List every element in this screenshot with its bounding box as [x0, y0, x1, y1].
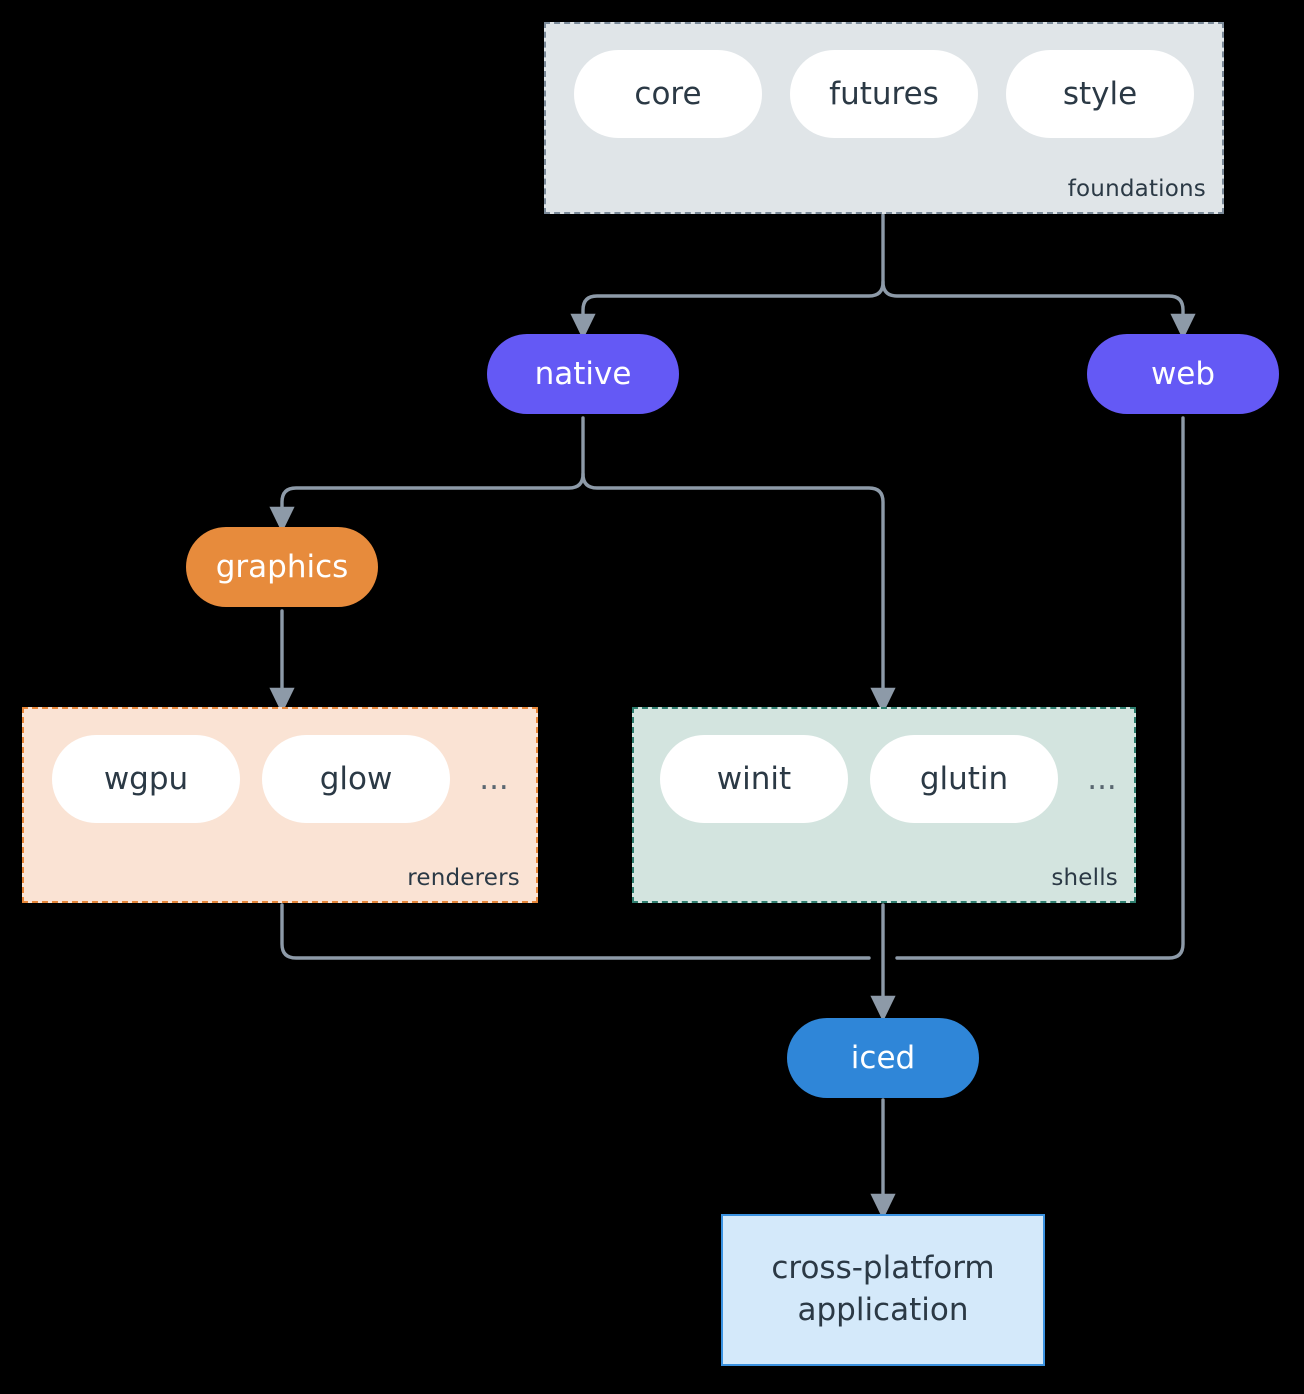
edge-renderers-to-iced	[280, 903, 871, 960]
node-iced[interactable]: iced	[787, 1018, 979, 1098]
group-label-foundations: foundations	[1067, 176, 1206, 202]
node-native[interactable]: native	[487, 334, 679, 414]
chip-core[interactable]: core	[574, 50, 762, 138]
edge-foundations-to-native	[570, 213, 885, 340]
foundations-chip-row: core futures style	[574, 50, 1194, 138]
chip-glutin[interactable]: glutin	[870, 735, 1058, 823]
chip-style[interactable]: style	[1006, 50, 1194, 138]
chip-glow[interactable]: glow	[262, 735, 450, 823]
node-web[interactable]: web	[1087, 334, 1279, 414]
chip-winit[interactable]: winit	[660, 735, 848, 823]
application-label-line1: cross-platform	[771, 1250, 995, 1287]
chip-futures[interactable]: futures	[790, 50, 978, 138]
group-label-shells: shells	[1051, 865, 1118, 891]
edge-native-to-graphics	[269, 416, 585, 533]
group-renderers: wgpu glow ... renderers	[22, 707, 538, 903]
group-foundations: core futures style foundations	[544, 22, 1224, 214]
renderers-chip-row: wgpu glow ...	[52, 735, 516, 823]
shells-ellipsis: ...	[1087, 760, 1117, 797]
renderers-ellipsis: ...	[479, 760, 509, 797]
group-label-renderers: renderers	[407, 865, 520, 891]
application-label-line2: application	[797, 1292, 969, 1328]
node-graphics[interactable]: graphics	[186, 527, 378, 607]
chip-wgpu[interactable]: wgpu	[52, 735, 240, 823]
edge-foundations-to-web	[881, 280, 1196, 340]
edge-native-to-shells	[581, 472, 896, 714]
group-shells: winit glutin ... shells	[632, 707, 1136, 903]
node-cross-platform-application[interactable]: cross-platform application	[721, 1214, 1045, 1366]
shells-chip-row: winit glutin ...	[660, 735, 1124, 823]
application-label-wrapper: cross-platform application	[771, 1248, 994, 1332]
